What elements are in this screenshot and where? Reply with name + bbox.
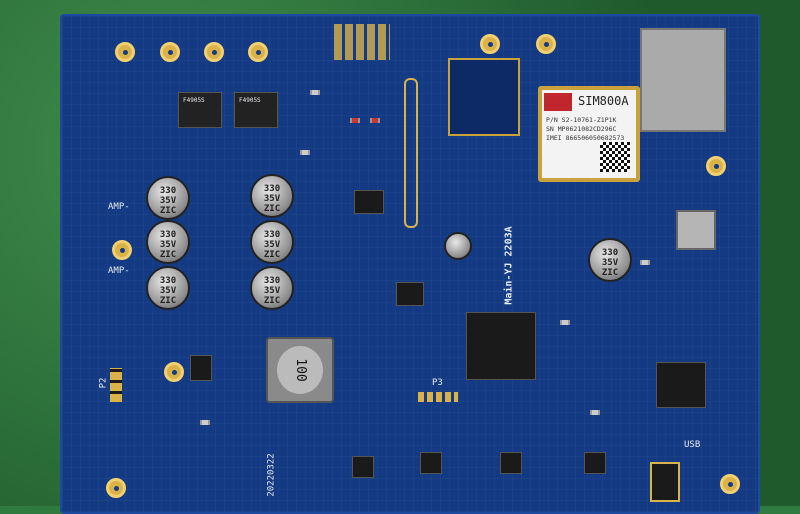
terminal-pad [160,42,180,62]
smd-component [590,410,600,415]
electrolytic-capacitor: 330 35V ZIC [146,266,190,310]
connector-footprint [404,78,418,228]
smd-component [300,150,310,155]
ic-chip [352,456,374,478]
date-code: 20220322 [266,453,277,497]
electrolytic-capacitor: 330 35V ZIC [250,266,294,310]
microcontroller [466,312,536,380]
smd-component [560,320,570,325]
silk-amp-label: AMP- [108,266,130,276]
pin-header [334,24,390,60]
module-imei: IMEI 866506050682573 [546,134,625,142]
ic-chip [656,362,706,408]
silk-p3-label: P3 [432,378,443,388]
module-sn: SN MP0621082CD296C [546,125,617,133]
sim-card-holder [640,28,726,132]
mounting-pad [720,474,740,494]
mounting-pad [112,240,132,260]
usb-connector [650,462,680,502]
voltage-regulator: F4905S [234,92,278,128]
smd-component [640,260,650,265]
ic-chip [584,452,606,474]
silk-usb-label: USB [684,440,701,450]
voltage-regulator: F4905S [178,92,222,128]
power-inductor: 100 [266,337,334,403]
fuse [350,118,360,123]
ic-chip [396,282,424,306]
simcom-logo [544,93,572,111]
module-pn: P/N S2-10761-Z1P1K [546,116,617,124]
mounting-pad [706,156,726,176]
pin-header-p2 [110,368,122,402]
inductor-label: 100 [277,346,323,394]
terminal-pad [536,34,556,54]
ic-chip [190,355,212,381]
regulator-label: F4905S [183,97,205,104]
qr-code [600,142,630,172]
electrolytic-capacitor: 330 35V ZIC [146,176,190,220]
mounting-pad [164,362,184,382]
silk-amp-label: AMP- [108,202,130,212]
ic-chip [354,190,384,214]
smd-component [310,90,320,95]
terminal-pad [480,34,500,54]
terminal-pad [248,42,268,62]
terminal-pad [204,42,224,62]
small-capacitor [444,232,472,260]
module-name: SIM800A [578,94,629,108]
mounting-pad [106,478,126,498]
crystal-can [676,210,716,250]
fuse [370,118,380,123]
pin-header-p3 [418,392,458,402]
regulator-label: F4905S [239,97,261,104]
electrolytic-capacitor: 330 35V ZIC [250,220,294,264]
board-label: Main-YJ 2203A [503,226,515,305]
electrolytic-capacitor: 330 35V ZIC [588,238,632,282]
rf-module [448,58,520,136]
ic-chip [420,452,442,474]
sim800a-module: SIM800A P/N S2-10761-Z1P1K SN MP0621082C… [538,86,640,182]
smd-component [200,420,210,425]
electrolytic-capacitor: 330 35V ZIC [146,220,190,264]
terminal-pad [115,42,135,62]
electrolytic-capacitor: 330 35V ZIC [250,174,294,218]
silk-p2-label: P2 [98,377,109,389]
ic-chip [500,452,522,474]
